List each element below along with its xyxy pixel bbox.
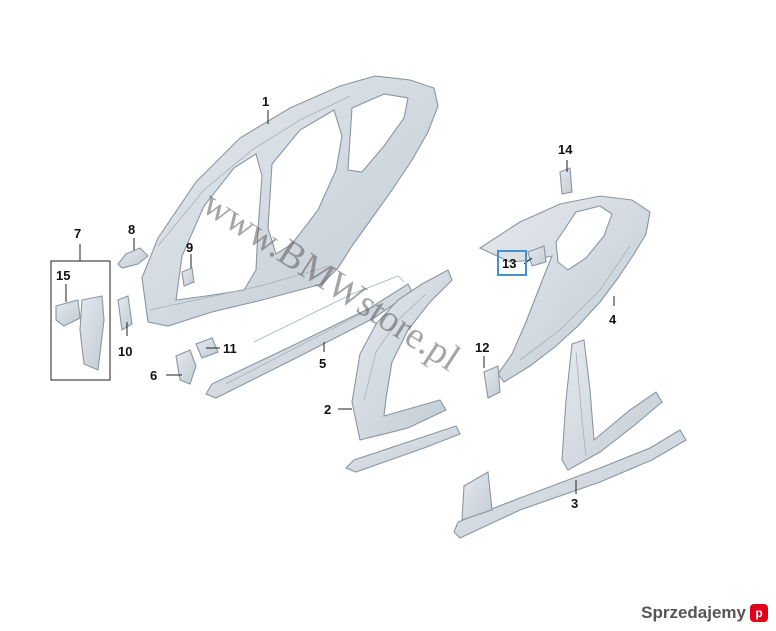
- callout-2: 2: [324, 402, 331, 417]
- brand-name: Sprzedajemy: [641, 603, 746, 622]
- callout-9: 9: [186, 240, 193, 255]
- callout-4: 4: [609, 312, 617, 327]
- bracket-part-8: [117, 247, 149, 269]
- pillar-sill-part: [345, 269, 461, 473]
- brand-badge: Sprzedajemy p: [641, 603, 768, 623]
- callout-14: 14: [558, 142, 573, 157]
- bracket-part-10: [117, 295, 133, 331]
- callout-8: 8: [128, 222, 135, 237]
- bracket-part-7: [79, 295, 105, 371]
- callout-6: 6: [150, 368, 157, 383]
- hinge-part-6: [175, 349, 197, 385]
- side-frame-part: [141, 75, 439, 327]
- bracket-part-13: [527, 245, 547, 267]
- callout-15: 15: [56, 268, 70, 283]
- sill-part: [205, 275, 413, 399]
- bracket-part-14: [559, 167, 573, 195]
- callout-10: 10: [118, 344, 132, 359]
- callout-5: 5: [319, 356, 326, 371]
- bracket-part-15: [55, 299, 81, 327]
- bracket-part-9: [181, 267, 195, 287]
- bracket-part-12: [483, 365, 501, 399]
- rear-side-panel-part: [478, 195, 651, 383]
- callout-13: 13: [502, 256, 516, 271]
- callout-1: 1: [262, 94, 269, 109]
- callout-13-highlight: [497, 250, 527, 276]
- callout-3: 3: [571, 496, 578, 511]
- rear-pillar-sill-part: [453, 339, 687, 539]
- callout-7: 7: [74, 226, 81, 241]
- leader-lines: [65, 110, 615, 494]
- callout-12: 12: [475, 340, 489, 355]
- brand-logo-icon: p: [750, 604, 768, 622]
- callout-11: 11: [223, 341, 237, 356]
